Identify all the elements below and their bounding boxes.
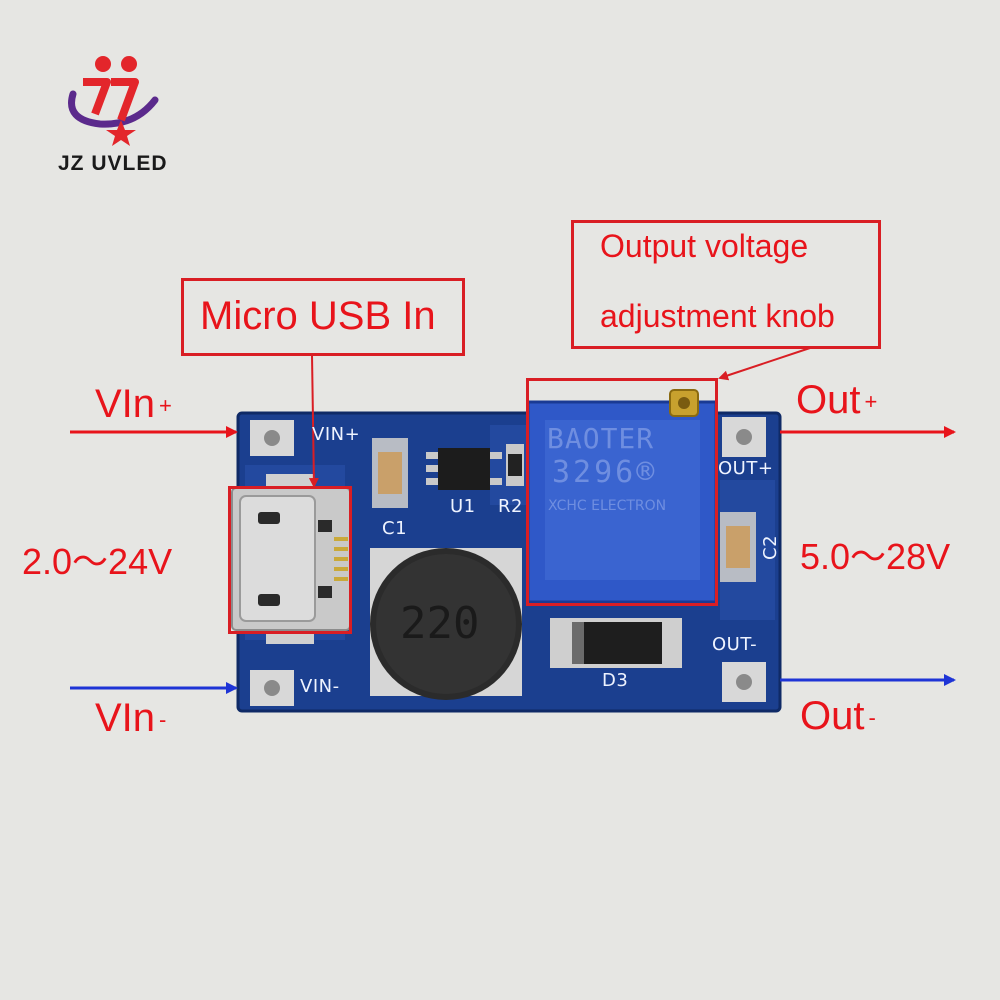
brand-logo-icon bbox=[68, 56, 159, 146]
hole-vin-minus bbox=[250, 670, 294, 706]
usb-callout-box bbox=[181, 278, 465, 356]
pot-model: 3296® bbox=[552, 455, 658, 490]
vin-plus-text: VIn bbox=[95, 382, 156, 426]
knob-highlight-box bbox=[526, 378, 718, 606]
pot-maker: XCHC ELECTRON bbox=[548, 498, 667, 514]
silk-vin-minus: VIN- bbox=[300, 676, 340, 697]
knob-callout-line2: adjustment knob bbox=[600, 298, 835, 334]
hole-vin-plus bbox=[250, 420, 294, 456]
out-minus-label: Out- bbox=[800, 694, 876, 739]
out-plus-sign: + bbox=[864, 389, 878, 415]
vin-minus-text: VIn bbox=[95, 696, 156, 740]
silk-out-minus: OUT- bbox=[712, 634, 758, 655]
out-plus-text: Out bbox=[796, 378, 861, 422]
vin-minus-sign: - bbox=[159, 707, 167, 733]
silk-vin-plus: VIN+ bbox=[312, 424, 361, 445]
hole-out-plus bbox=[722, 417, 766, 457]
hole-out-minus bbox=[722, 662, 766, 702]
vin-minus-label: VIn- bbox=[95, 696, 166, 741]
out-minus-text: Out bbox=[800, 694, 865, 738]
silk-r2: R2 bbox=[498, 496, 523, 517]
silk-c1: C1 bbox=[382, 518, 408, 539]
output-voltage-range: 5.0～28V bbox=[800, 536, 951, 577]
inductor-marking: 220 bbox=[400, 598, 480, 649]
chip-u1 bbox=[438, 448, 490, 490]
silk-c2: C2 bbox=[760, 534, 781, 560]
out-minus-sign: - bbox=[868, 705, 876, 731]
vin-plus-sign: + bbox=[159, 393, 172, 419]
usb-leader-line bbox=[308, 354, 319, 488]
knob-leader-line bbox=[718, 347, 811, 381]
pot-brand: BAOTER bbox=[547, 422, 655, 455]
knob-callout-line1: Output voltage bbox=[600, 228, 809, 264]
knob-callout-box bbox=[571, 220, 881, 349]
brand-name: JZ UVLED bbox=[58, 152, 168, 175]
silk-d3: D3 bbox=[602, 670, 629, 691]
silk-out-plus: OUT+ bbox=[718, 458, 774, 479]
input-voltage-range: 2.0～24V bbox=[22, 541, 173, 582]
usb-highlight-box bbox=[228, 486, 352, 634]
out-plus-label: Out+ bbox=[796, 378, 877, 423]
vin-plus-label: VIn+ bbox=[95, 382, 172, 427]
usb-callout-label: Micro USB In bbox=[200, 294, 436, 338]
silk-u1: U1 bbox=[450, 496, 476, 517]
